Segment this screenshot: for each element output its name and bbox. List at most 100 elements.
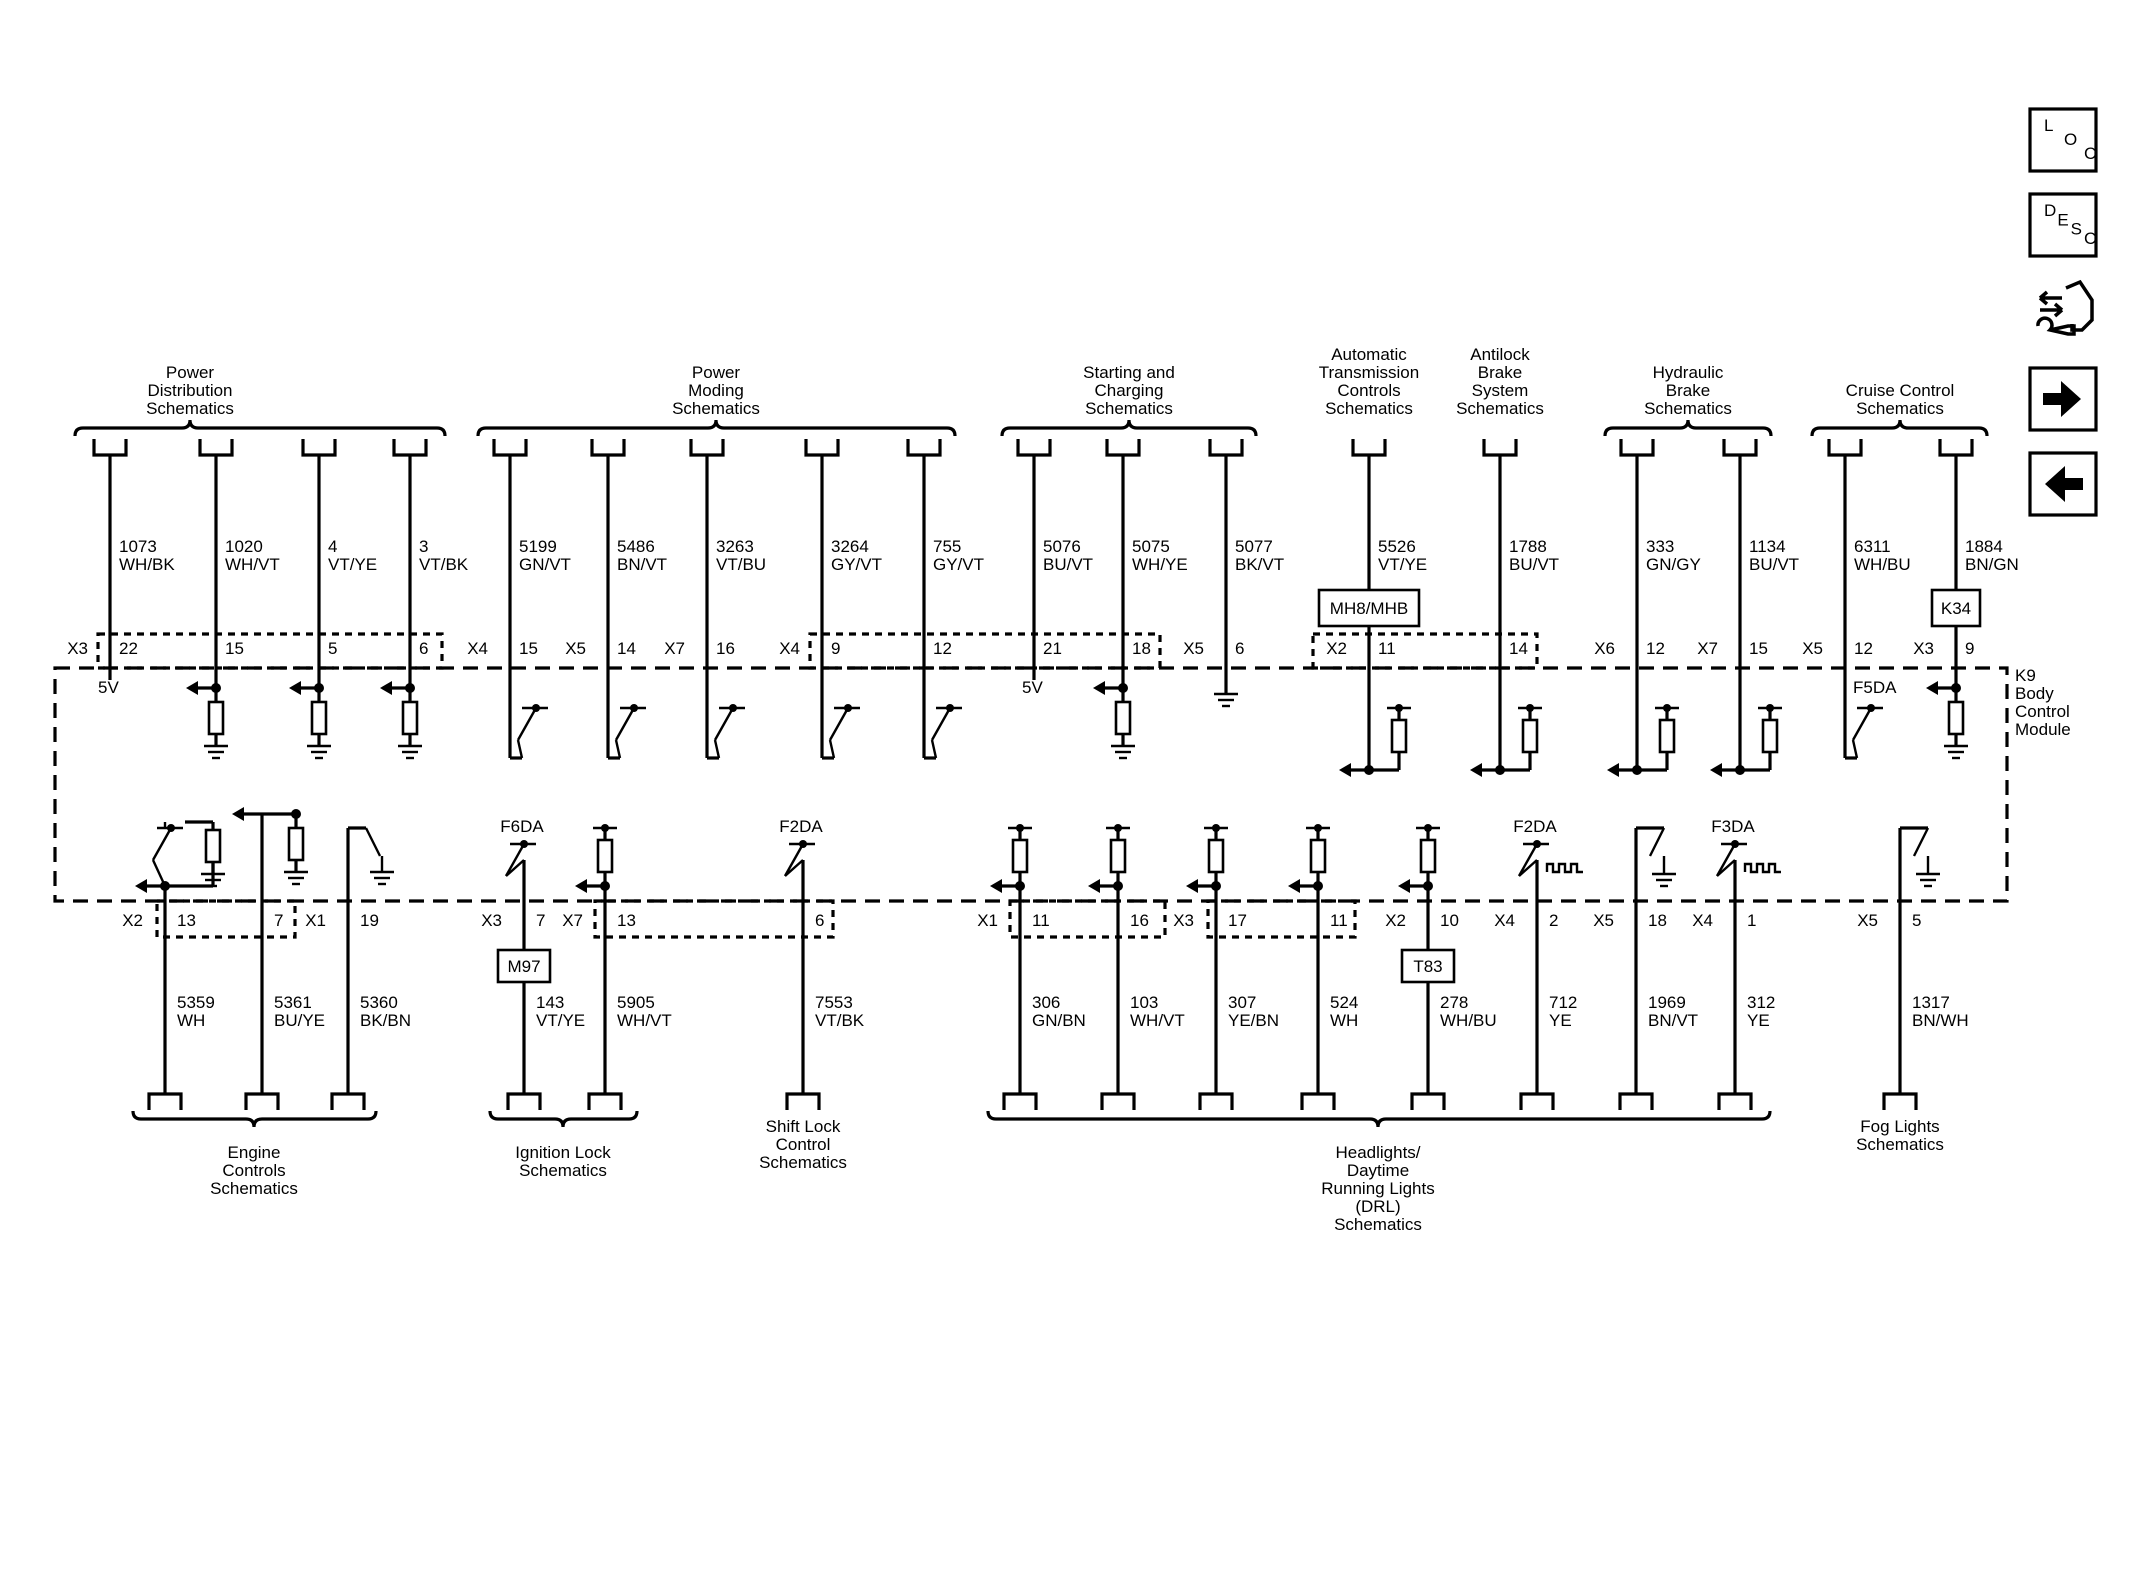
splice-dot bbox=[1212, 824, 1220, 832]
wire-color: WH/BU bbox=[1854, 555, 1911, 574]
switch-icon bbox=[151, 827, 173, 861]
module-label: Module bbox=[2015, 720, 2071, 739]
schematic-reference: Charging bbox=[1095, 381, 1164, 400]
arrow-left-glyph bbox=[575, 879, 587, 893]
wire-color: BN/WH bbox=[1912, 1011, 1969, 1030]
switch-icon bbox=[828, 739, 836, 759]
circuit-number: 5526 bbox=[1378, 537, 1416, 556]
schematic-reference: Schematics bbox=[672, 399, 760, 418]
pin-number: 11 bbox=[1032, 911, 1050, 930]
pin-number: 14 bbox=[1509, 639, 1528, 658]
connector-id: X5 bbox=[1183, 639, 1204, 658]
nav-button-letter: S bbox=[2071, 220, 2082, 239]
connector-id: X4 bbox=[779, 639, 800, 658]
switch-icon bbox=[516, 739, 524, 759]
pin-number: 7 bbox=[274, 911, 283, 930]
connector-terminal-icon bbox=[1722, 439, 1758, 457]
wire-color: VT/YE bbox=[328, 555, 377, 574]
component-k34-label: K34 bbox=[1941, 599, 1971, 618]
wire-color: VT/BK bbox=[419, 555, 469, 574]
circuit-number: 1788 bbox=[1509, 537, 1547, 556]
resistor-icon bbox=[1947, 700, 1965, 736]
schematic-reference: Schematics bbox=[519, 1161, 607, 1180]
internal-note: F2DA bbox=[779, 817, 823, 836]
wire-color: BU/VT bbox=[1043, 555, 1093, 574]
connector-terminal-icon bbox=[330, 1092, 366, 1110]
circuit-number: 5359 bbox=[177, 993, 215, 1012]
wire-color: BU/YE bbox=[274, 1011, 325, 1030]
connector-terminal-icon bbox=[1519, 1092, 1555, 1110]
connector-body bbox=[808, 632, 1162, 670]
switch-icon bbox=[1518, 859, 1538, 877]
nav-button-diag[interactable] bbox=[2036, 279, 2094, 336]
circuit-number: 5076 bbox=[1043, 537, 1081, 556]
circuit-number: 5199 bbox=[519, 537, 557, 556]
connector-body bbox=[593, 899, 835, 939]
arrow-left-glyph bbox=[380, 681, 392, 695]
arrow-left-glyph bbox=[232, 807, 244, 821]
connector-terminal-icon bbox=[301, 439, 337, 457]
wire-color: YE bbox=[1549, 1011, 1572, 1030]
schematic-reference: Schematics bbox=[146, 399, 234, 418]
switch-icon bbox=[1851, 707, 1873, 741]
arrow-left-glyph bbox=[289, 681, 301, 695]
connector-terminal-icon bbox=[492, 439, 528, 457]
connector-terminal-icon bbox=[1717, 1092, 1753, 1110]
arrow-left-glyph bbox=[1470, 763, 1482, 777]
resistor-icon bbox=[1658, 718, 1676, 754]
connector-body bbox=[1311, 632, 1539, 670]
switch-icon bbox=[516, 707, 538, 741]
module-label: Body bbox=[2015, 684, 2054, 703]
nav-button-loc[interactable]: LOC bbox=[2028, 107, 2098, 173]
internal-note: F2DA bbox=[1513, 817, 1557, 836]
resistor-icon bbox=[287, 826, 305, 862]
splice-dot bbox=[601, 824, 609, 832]
internal-note: F5DA bbox=[1853, 678, 1897, 697]
arrow-left-glyph bbox=[1088, 879, 1100, 893]
circuit-number: 307 bbox=[1228, 993, 1256, 1012]
nav-button-next[interactable] bbox=[2028, 366, 2098, 432]
circuit-number: 312 bbox=[1747, 993, 1775, 1012]
pin-number: 6 bbox=[1235, 639, 1244, 658]
schematic-reference: Controls bbox=[222, 1161, 285, 1180]
schematic-reference: Controls bbox=[1337, 381, 1400, 400]
pin-number: 12 bbox=[933, 639, 952, 658]
nav-button-prev[interactable] bbox=[2028, 451, 2098, 517]
pulse-icon bbox=[1545, 862, 1583, 874]
wire-color: VT/BK bbox=[815, 1011, 865, 1030]
connector-id: X5 bbox=[565, 639, 586, 658]
wire-color: VT/YE bbox=[536, 1011, 585, 1030]
schematic-reference: (DRL) bbox=[1355, 1197, 1400, 1216]
connector-id: X4 bbox=[1692, 911, 1713, 930]
circuit-number: 5486 bbox=[617, 537, 655, 556]
nav-button-letter: D bbox=[2044, 201, 2056, 220]
schematic-reference: Schematics bbox=[1085, 399, 1173, 418]
resistor-icon bbox=[1521, 718, 1539, 754]
wire-color: GN/BN bbox=[1032, 1011, 1086, 1030]
pin-number: 22 bbox=[119, 639, 138, 658]
wire-color: VT/YE bbox=[1378, 555, 1427, 574]
circuit-number: 524 bbox=[1330, 993, 1358, 1012]
connector-terminal-icon bbox=[587, 1092, 623, 1110]
resistor-icon bbox=[596, 838, 614, 874]
group-brace bbox=[476, 419, 957, 437]
group-brace bbox=[488, 1110, 639, 1128]
schematic-reference: Automatic bbox=[1331, 345, 1407, 364]
connector-id: X2 bbox=[1326, 639, 1347, 658]
pin-number: 13 bbox=[617, 911, 636, 930]
pin-number: 14 bbox=[617, 639, 636, 658]
pin-number: 12 bbox=[1646, 639, 1665, 658]
circuit-number: 306 bbox=[1032, 993, 1060, 1012]
resistor-icon bbox=[1419, 838, 1437, 874]
pin-number: 10 bbox=[1440, 911, 1459, 930]
switch-icon bbox=[614, 739, 622, 759]
pin-number: 6 bbox=[419, 639, 428, 658]
connector-terminal-icon bbox=[804, 439, 840, 457]
arrow-left-glyph bbox=[1186, 879, 1198, 893]
switch-icon bbox=[828, 707, 850, 741]
circuit-number: 103 bbox=[1130, 993, 1158, 1012]
switch-icon bbox=[1912, 827, 1930, 857]
wire-color: WH/VT bbox=[225, 555, 280, 574]
splice-dot bbox=[1663, 704, 1671, 712]
